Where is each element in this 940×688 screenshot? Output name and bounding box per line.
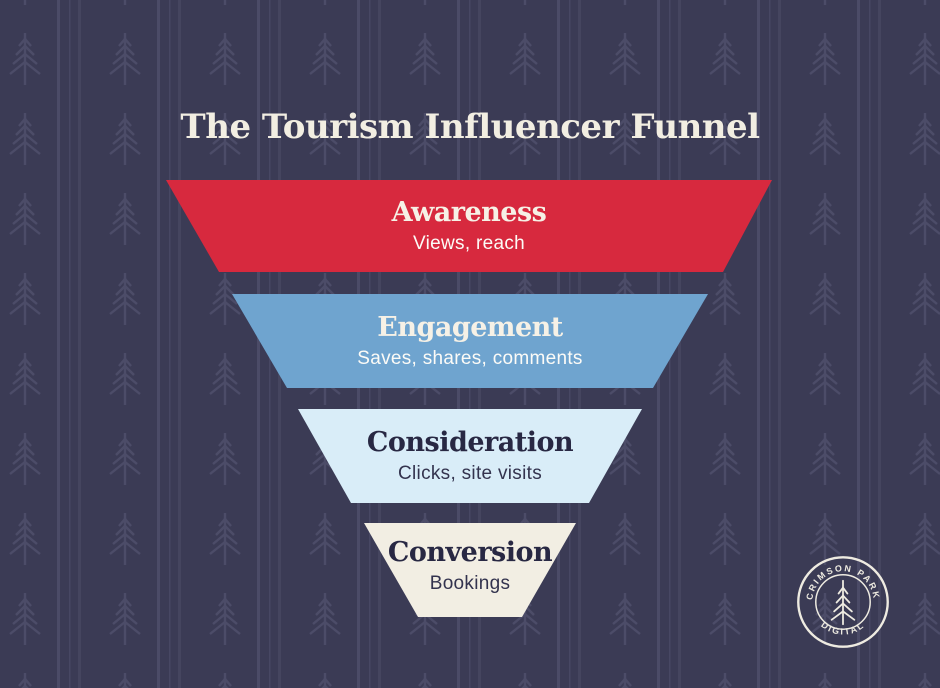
funnel-stage-consideration: Consideration Clicks, site visits [298,409,642,503]
page-title: The Tourism Influencer Funnel [180,106,760,147]
funnel-stage-engagement: Engagement Saves, shares, comments [232,294,708,388]
funnel-stage-awareness: Awareness Views, reach [166,180,772,272]
stage-subtitle: Saves, shares, comments [357,348,583,369]
logo-outer-circle [797,556,889,648]
stage-heading: Conversion [387,537,553,568]
stage-subtitle: Bookings [429,573,511,594]
stage-heading: Consideration [366,427,574,458]
stage-subtitle: Views, reach [412,233,526,254]
stage-subtitle: Clicks, site visits [398,463,542,484]
crimson-park-digital-logo: CRIMSON PARK DIGITAL [797,556,889,648]
stage-heading: Engagement [377,312,563,343]
pine-tree-icon [830,579,856,626]
stage-heading: Awareness [391,197,547,228]
logo-inner-circle [815,574,871,630]
